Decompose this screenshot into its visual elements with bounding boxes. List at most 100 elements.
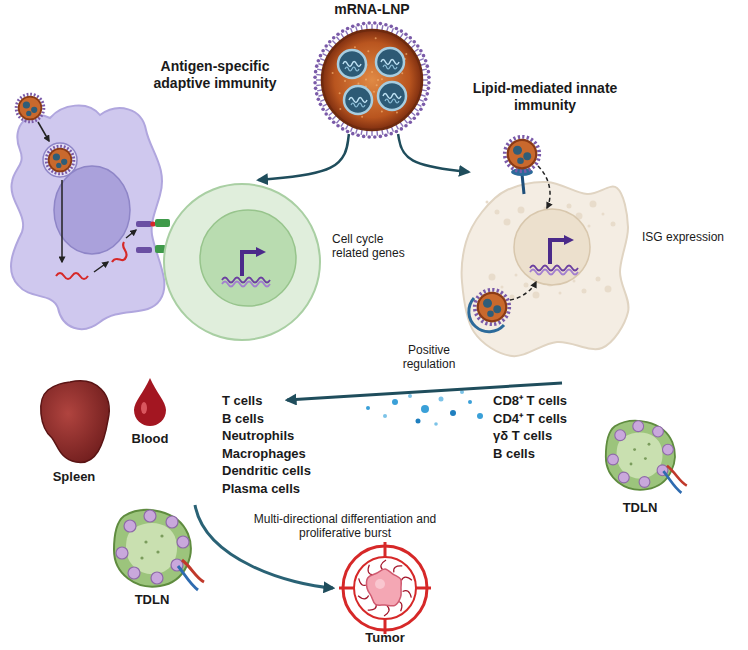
lnp-particle	[419, 49, 423, 53]
lnp-particle	[315, 92, 319, 96]
lnp-particle	[336, 124, 340, 128]
tumor-target	[343, 546, 427, 630]
macrophage-cell	[469, 298, 504, 332]
cell-type-item: Neutrophils	[222, 428, 342, 444]
lnp-particle	[356, 133, 360, 137]
lnp-particle	[408, 36, 412, 40]
lnp-particle	[339, 92, 341, 94]
arrow-label: Multi-directional differentiation and pr…	[245, 512, 445, 541]
lnp-particle	[401, 72, 403, 74]
dendritic-cell	[136, 247, 152, 253]
lnp-particle	[344, 86, 372, 114]
lnp-particle	[376, 84, 378, 86]
tumor-target	[384, 542, 387, 558]
lnp-particle	[424, 97, 428, 101]
cytokine-dots	[383, 414, 387, 418]
connector-arrow	[398, 134, 468, 172]
lnp-particle	[419, 108, 423, 112]
lnp-particle	[396, 112, 398, 114]
lnp-particle	[400, 29, 404, 33]
macrophage-cell	[573, 280, 576, 283]
lnp-particle	[317, 59, 321, 63]
node-text: ISG expression	[642, 230, 734, 244]
macrophage-cell	[514, 209, 590, 285]
lnp-particle	[321, 108, 325, 112]
dendritic-cell	[94, 262, 108, 272]
cell-type-item: Dendritic cells	[222, 463, 342, 479]
lnp-particle	[408, 120, 412, 124]
macrophage-cell	[504, 219, 511, 226]
cytokine-dots	[468, 400, 472, 404]
organ-label: TDLN	[615, 500, 665, 516]
blood-drop	[134, 378, 166, 426]
lnp-particle	[328, 116, 332, 120]
lnp-particle	[367, 50, 369, 52]
lnp-particle	[371, 71, 373, 73]
node-text: Tumor	[335, 630, 435, 646]
section-heading: Lipid-mediated innate immunity	[468, 80, 622, 114]
lnp-particle	[381, 78, 383, 80]
lnp-particle	[427, 75, 431, 79]
macrophage-cell	[505, 137, 540, 172]
cytokine-dots	[366, 406, 370, 410]
lnp-particle	[357, 83, 359, 85]
cytokine-dots	[450, 410, 456, 416]
lnp-particle	[427, 87, 431, 91]
macrophage-cell	[501, 286, 504, 289]
tumor-target	[367, 569, 402, 606]
lnp-particle	[324, 44, 328, 48]
lymph-node-left	[114, 510, 204, 590]
macrophage-cell	[550, 240, 570, 264]
lnp-particle	[362, 135, 366, 139]
lnp-particle	[317, 97, 321, 101]
macrophage-cell	[588, 225, 591, 228]
macrophage-cell	[596, 277, 601, 282]
lnp-particle	[313, 81, 317, 85]
macrophage-cell	[518, 207, 525, 214]
lnp-particle	[427, 81, 431, 85]
lnp-particle	[425, 92, 429, 96]
lnp-particle	[354, 46, 356, 48]
organ-label: TDLN	[127, 592, 177, 608]
macrophage-cell	[590, 201, 597, 208]
tumor-target	[358, 595, 369, 598]
lnp-particle	[341, 29, 345, 33]
dendritic-cell	[150, 221, 155, 226]
lnp-particle	[351, 103, 365, 107]
lnp-particle	[351, 25, 355, 29]
macrophage-cell	[538, 166, 550, 208]
macrophage-cell	[495, 210, 500, 215]
macrophage-cell	[486, 201, 489, 204]
particle-node-outline	[312, 0, 435, 134]
dendritic-cell	[54, 166, 130, 254]
lnp-particle	[395, 130, 399, 134]
cytokine-dots	[392, 399, 398, 405]
lnp-particle	[336, 32, 340, 36]
lnp-particle	[367, 135, 371, 139]
t-cell	[222, 282, 270, 287]
lnp-particle	[373, 91, 375, 93]
lnp-particle	[367, 21, 371, 25]
lnp-particle	[365, 78, 367, 80]
lnp-particle	[346, 130, 350, 134]
lnp-particle	[328, 40, 332, 44]
macrophage-cell	[530, 270, 578, 275]
lnp-particle	[349, 98, 367, 103]
lnp-particle	[377, 79, 379, 81]
lnp-particle	[405, 53, 407, 55]
lymph-node-right	[606, 421, 687, 493]
cell-type-item: CD4⁺ T cells	[493, 411, 603, 427]
lnp-particle	[378, 82, 406, 110]
lnp-particle	[422, 103, 426, 107]
lnp-particle	[373, 135, 377, 139]
lnp-particle	[321, 49, 325, 53]
node-text: Cell cycle related genes	[332, 232, 416, 261]
lnp-particle	[383, 94, 401, 99]
section-heading: Antigen-specific adaptive immunity	[138, 58, 292, 92]
lnp-particle	[338, 50, 366, 78]
cell-type-item: Macrophages	[222, 446, 342, 462]
tumor-node: Tumor	[335, 540, 438, 648]
lnp-particle	[376, 48, 404, 76]
t-cell	[164, 184, 320, 340]
tumor-target	[375, 579, 385, 589]
